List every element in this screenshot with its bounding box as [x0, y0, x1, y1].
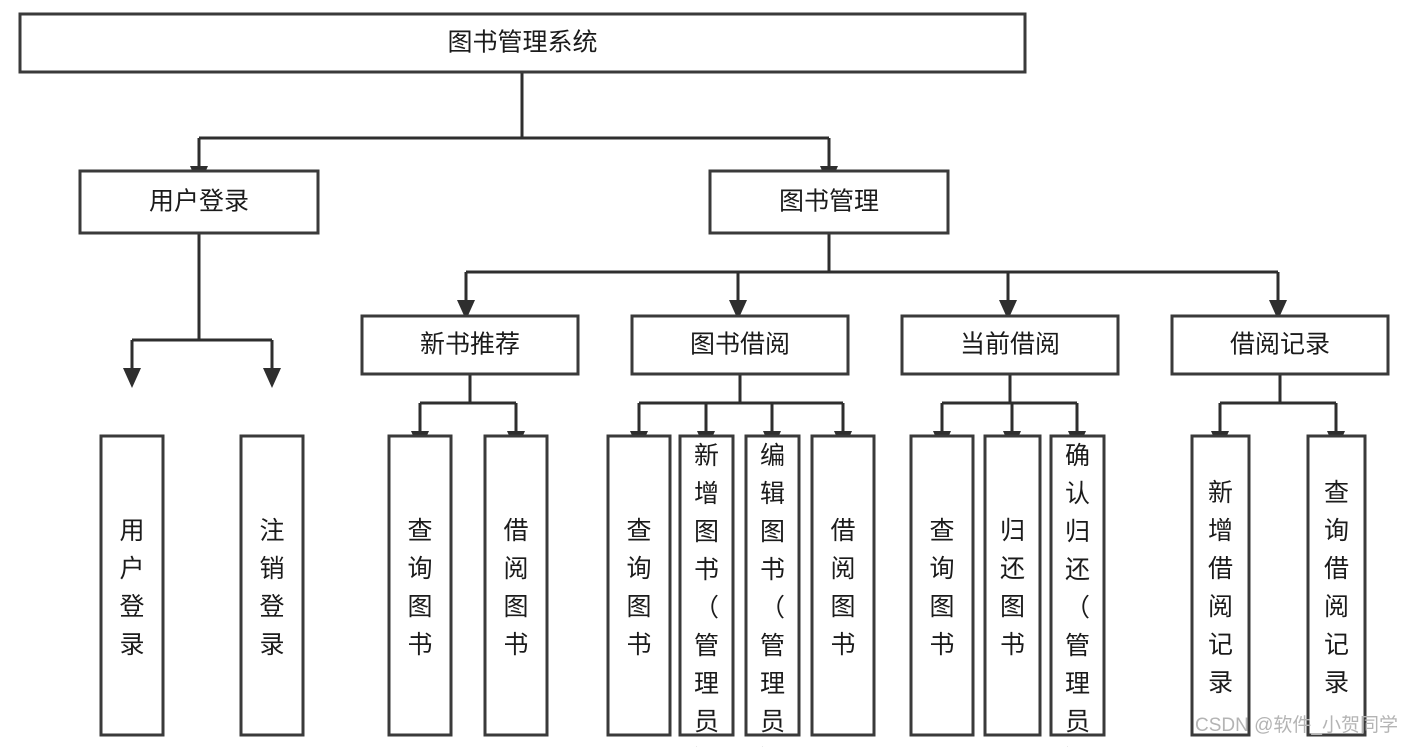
node-label-user-login: 用户登录 — [149, 188, 249, 216]
node-box-user-login[interactable] — [78, 169, 320, 235]
node-label-new-book-recommend: 新书推荐 — [420, 331, 520, 359]
node-leaf-query-book-borrow[interactable]: 查询图书 — [606, 434, 672, 737]
connector-user-login-to-leaves — [123, 233, 281, 388]
node-leaf-confirm-return-admin[interactable]: 确认归还（管理员） — [1049, 434, 1106, 747]
node-label-leaf-confirm-return-admin: 确认归还（管理员） — [1065, 442, 1090, 747]
node-label-leaf-borrow-book-recommend: 借阅图书 — [503, 517, 528, 659]
node-root[interactable]: 图书管理系统 — [18, 12, 1027, 74]
node-book-borrow[interactable]: 图书借阅 — [630, 314, 850, 376]
node-label-leaf-borrow-book: 借阅图书 — [830, 517, 855, 659]
node-leaf-user-login[interactable]: 用户登录 — [99, 434, 165, 737]
node-leaf-borrow-book[interactable]: 借阅图书 — [810, 434, 876, 737]
node-box-leaf-add-book-admin[interactable] — [678, 434, 735, 737]
node-box-root[interactable] — [18, 12, 1027, 74]
node-box-book-borrow[interactable] — [630, 314, 850, 376]
node-box-leaf-query-book-borrow[interactable] — [606, 434, 672, 737]
node-label-root: 图书管理系统 — [447, 29, 597, 57]
node-box-leaf-borrow-book-recommend[interactable] — [483, 434, 549, 737]
connector-root-to-level2 — [190, 72, 838, 186]
node-leaf-edit-book-admin[interactable]: 编辑图书（管理员） — [744, 434, 801, 747]
node-box-leaf-confirm-return-admin[interactable] — [1049, 434, 1106, 737]
node-label-leaf-add-book-admin: 新增图书（管理员） — [694, 442, 719, 747]
node-box-leaf-query-book-recommend[interactable] — [387, 434, 453, 737]
node-label-borrow-records: 借阅记录 — [1230, 331, 1330, 359]
node-user-login[interactable]: 用户登录 — [78, 169, 320, 235]
node-label-leaf-edit-book-admin: 编辑图书（管理员） — [760, 442, 785, 747]
node-label-leaf-logout: 注销登录 — [259, 517, 284, 659]
nodes-layer: 图书管理系统用户登录图书管理新书推荐图书借阅当前借阅借阅记录用户登录注销登录查询… — [18, 12, 1390, 747]
node-label-book-borrow: 图书借阅 — [690, 331, 790, 359]
node-box-leaf-query-book-current[interactable] — [909, 434, 975, 737]
node-box-leaf-logout[interactable] — [239, 434, 305, 737]
arrow-head-icon — [123, 368, 141, 388]
node-box-book-management[interactable] — [708, 169, 950, 235]
node-leaf-query-borrow-record[interactable]: 查询借阅记录 — [1306, 434, 1367, 737]
node-label-leaf-user-login: 用户登录 — [119, 517, 144, 659]
node-leaf-add-borrow-record[interactable]: 新增借阅记录 — [1190, 434, 1251, 737]
node-leaf-query-book-current[interactable]: 查询图书 — [909, 434, 975, 737]
node-box-leaf-return-book[interactable] — [983, 434, 1042, 737]
node-leaf-logout[interactable]: 注销登录 — [239, 434, 305, 737]
node-label-leaf-query-book-current: 查询图书 — [929, 517, 954, 659]
node-new-book-recommend[interactable]: 新书推荐 — [360, 314, 580, 376]
arrow-head-icon — [457, 300, 475, 320]
node-box-leaf-edit-book-admin[interactable] — [744, 434, 801, 737]
arrow-head-icon — [263, 368, 281, 388]
node-box-leaf-add-borrow-record[interactable] — [1190, 434, 1251, 737]
node-borrow-records[interactable]: 借阅记录 — [1170, 314, 1390, 376]
node-label-leaf-query-borrow-record: 查询借阅记录 — [1324, 479, 1349, 697]
csdn-watermark: CSDN @软件_小贺同学 — [1195, 714, 1398, 736]
node-leaf-query-book-recommend[interactable]: 查询图书 — [387, 434, 453, 737]
node-box-borrow-records[interactable] — [1170, 314, 1390, 376]
node-box-leaf-query-borrow-record[interactable] — [1306, 434, 1367, 737]
arrow-head-icon — [1269, 300, 1287, 320]
node-leaf-return-book[interactable]: 归还图书 — [983, 434, 1042, 737]
arrow-head-icon — [999, 300, 1017, 320]
connectors-layer — [123, 72, 1345, 451]
node-box-current-borrow[interactable] — [900, 314, 1120, 376]
node-leaf-borrow-book-recommend[interactable]: 借阅图书 — [483, 434, 549, 737]
node-label-book-management: 图书管理 — [779, 188, 879, 216]
node-label-leaf-query-book-recommend: 查询图书 — [407, 517, 432, 659]
node-label-current-borrow: 当前借阅 — [960, 331, 1060, 359]
node-label-leaf-query-book-borrow: 查询图书 — [626, 517, 651, 659]
node-box-new-book-recommend[interactable] — [360, 314, 580, 376]
arrow-head-icon — [729, 300, 747, 320]
node-current-borrow[interactable]: 当前借阅 — [900, 314, 1120, 376]
node-label-leaf-add-borrow-record: 新增借阅记录 — [1208, 479, 1233, 697]
node-box-leaf-borrow-book[interactable] — [810, 434, 876, 737]
node-label-leaf-return-book: 归还图书 — [1000, 517, 1025, 659]
connector-book-management-to-level3 — [457, 233, 1287, 320]
node-leaf-add-book-admin[interactable]: 新增图书（管理员） — [678, 434, 735, 747]
node-box-leaf-user-login[interactable] — [99, 434, 165, 737]
node-book-management[interactable]: 图书管理 — [708, 169, 950, 235]
